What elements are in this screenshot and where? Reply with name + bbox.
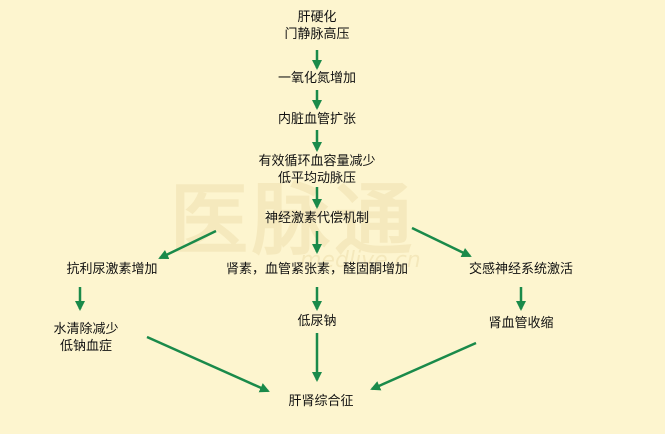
arrow-hyponatremia-to-hrs [146, 335, 270, 393]
node-adh-increase: 抗利尿激素增加 [66, 262, 158, 277]
node-neurohormonal-compensation: 神经激素代偿机制 [264, 211, 370, 226]
node-nitric-oxide-increase: 一氧化氮增加 [277, 71, 357, 86]
node-low-urine-sodium: 低尿钠 [297, 314, 337, 329]
node-raas-increase: 肾素，血管紧张素，醛固酮增加 [225, 262, 409, 277]
node-hepatorenal-syndrome: 肝肾综合征 [288, 394, 354, 409]
arrow-neuro-to-adh [158, 229, 217, 260]
watermark-logo: 医脉通 [170, 176, 417, 266]
node-water-clearance-hyponatremia: 水清除减少 低钠血症 [53, 322, 119, 354]
node-sympathetic-activation: 交感神经系统激活 [468, 262, 574, 277]
node-renal-vasoconstriction: 肾血管收缩 [488, 316, 554, 331]
node-splanchnic-vasodilation: 内脏血管扩张 [277, 112, 357, 127]
node-reduced-volume-low-map: 有效循环血容量减少 低平均动脉压 [258, 154, 376, 186]
node-cirrhosis-portal-hypertension: 肝硬化 门静脉高压 [284, 10, 350, 42]
arrow-renal-vasoconstriction-to-hrs [370, 341, 477, 391]
arrow-neuro-to-sympathetic [411, 226, 472, 258]
